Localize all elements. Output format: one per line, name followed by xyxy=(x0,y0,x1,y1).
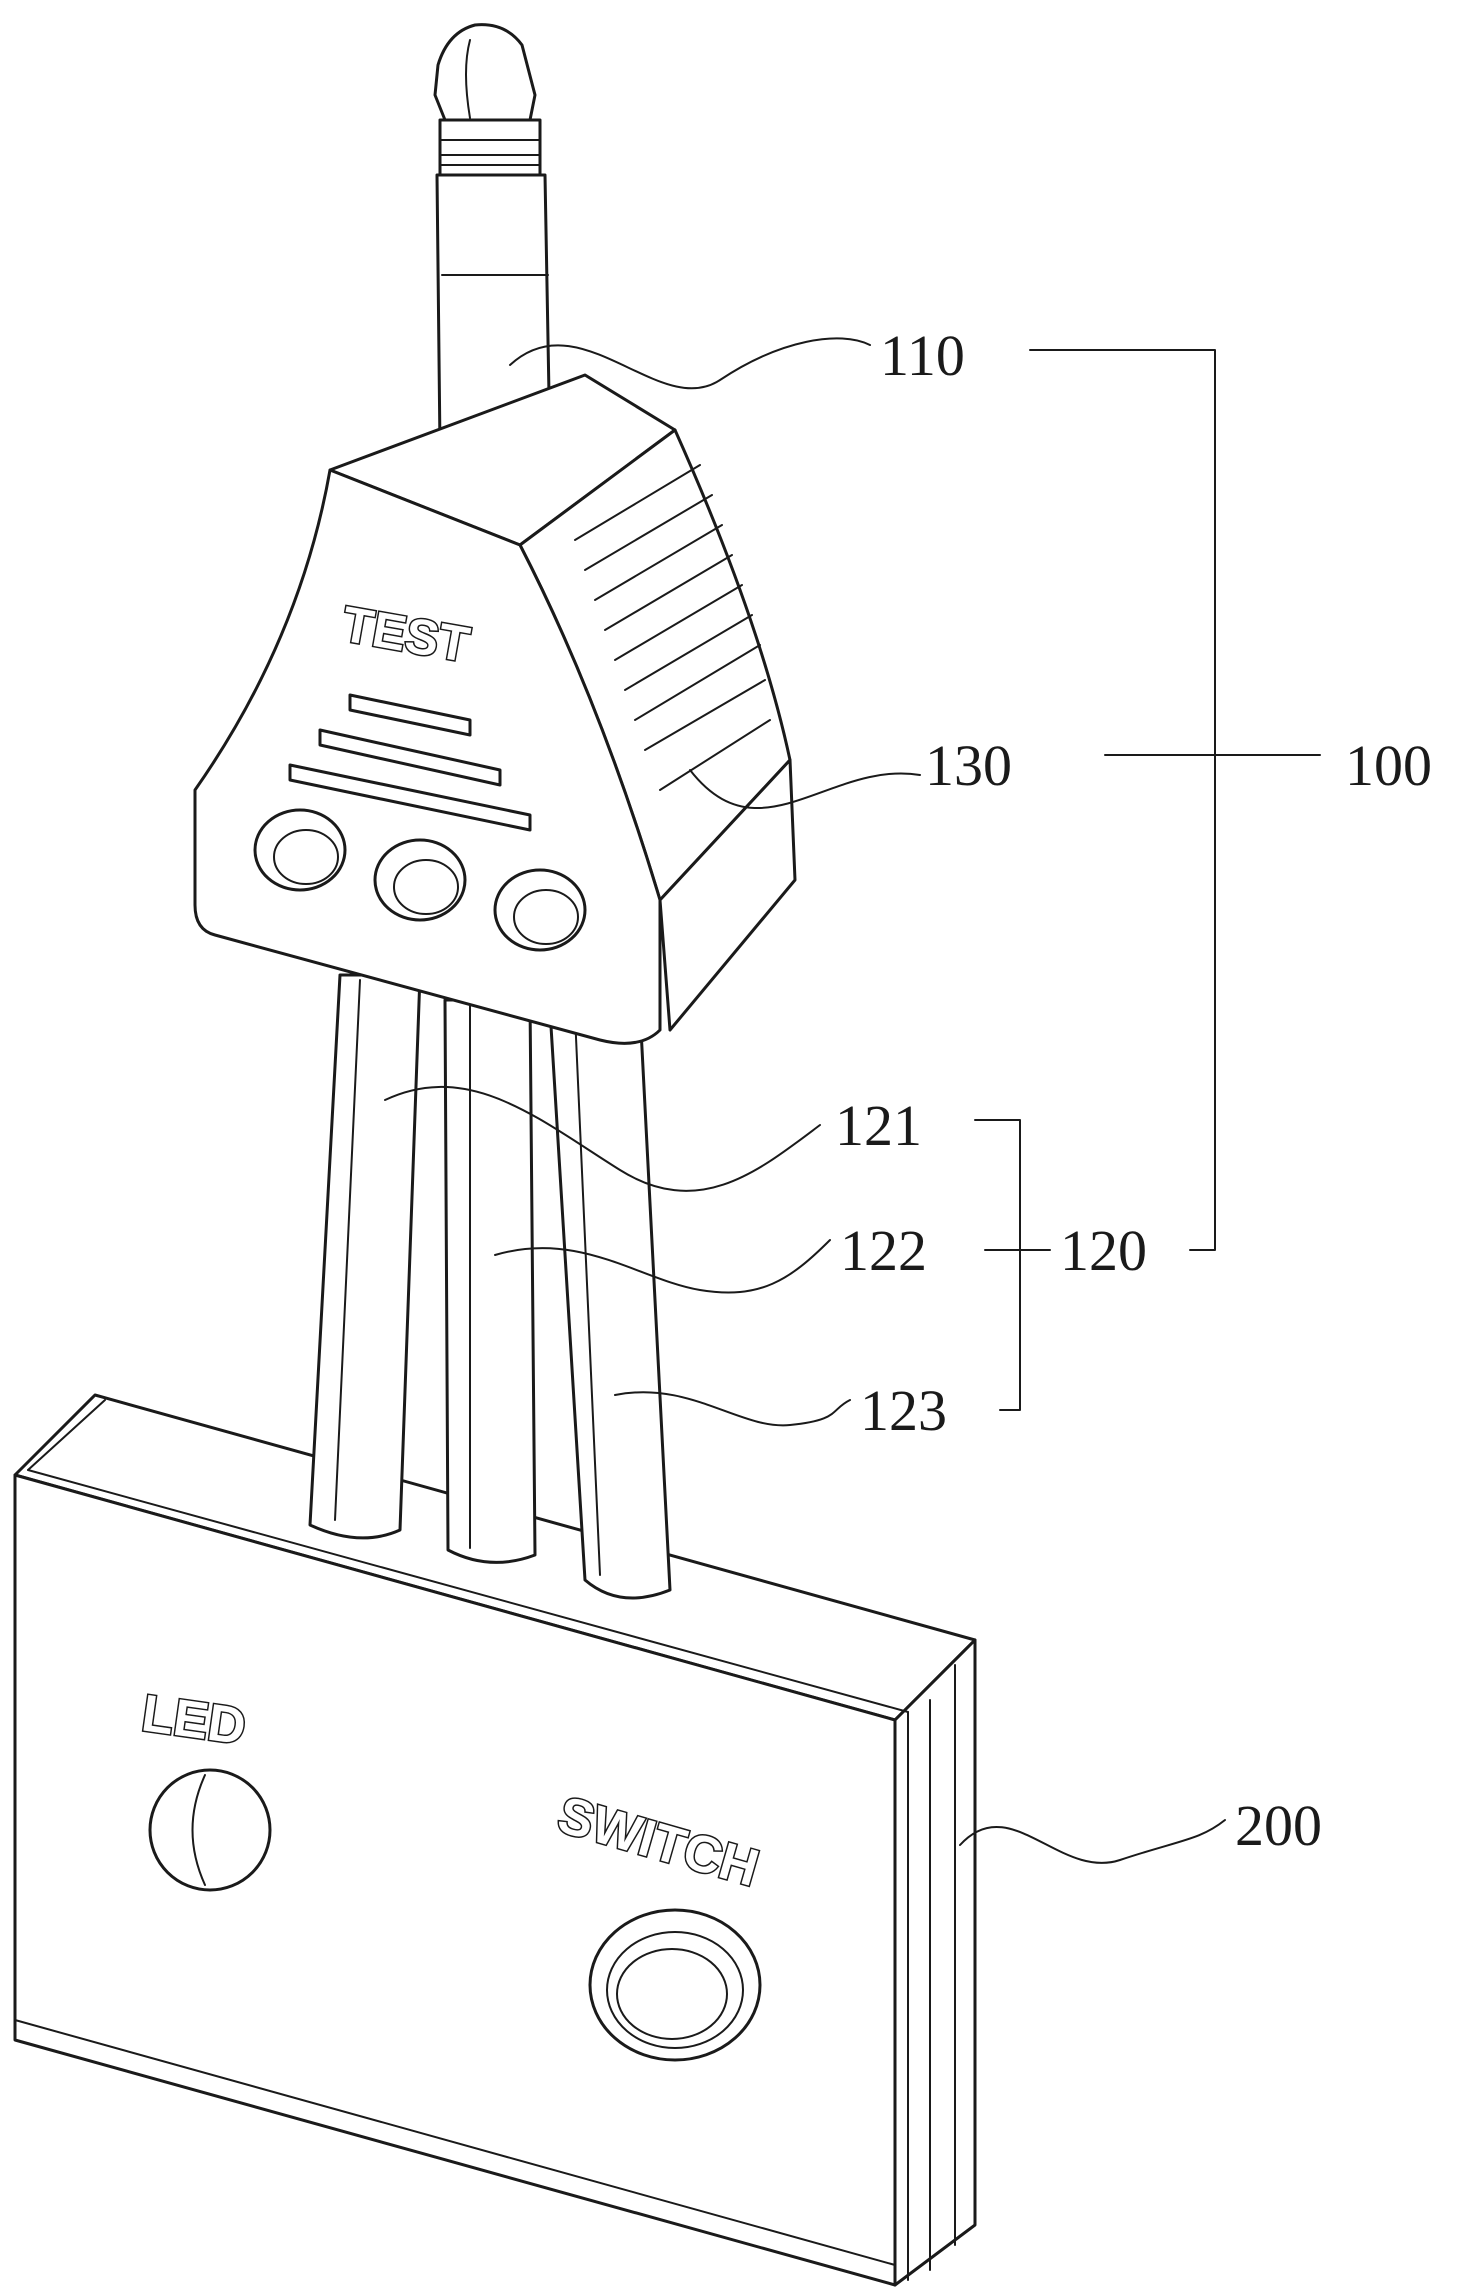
led-indicator xyxy=(148,1768,272,1892)
audio-plug xyxy=(433,23,552,462)
ref-200: 200 xyxy=(1235,1793,1322,1858)
leader-lines xyxy=(384,337,1321,1864)
switch-button xyxy=(588,1908,762,2062)
front-grooves xyxy=(288,693,532,832)
vent-grille xyxy=(574,464,771,791)
wires xyxy=(308,973,672,1600)
ref-130: 130 xyxy=(925,733,1012,798)
ref-110: 110 xyxy=(880,323,965,388)
plug-housing xyxy=(193,373,797,1045)
ref-100: 100 xyxy=(1345,733,1432,798)
cable-holes xyxy=(253,808,587,952)
ref-120: 120 xyxy=(1060,1218,1147,1283)
ref-123: 123 xyxy=(860,1378,947,1443)
ref-122: 122 xyxy=(840,1218,927,1283)
ref-121: 121 xyxy=(835,1093,922,1158)
